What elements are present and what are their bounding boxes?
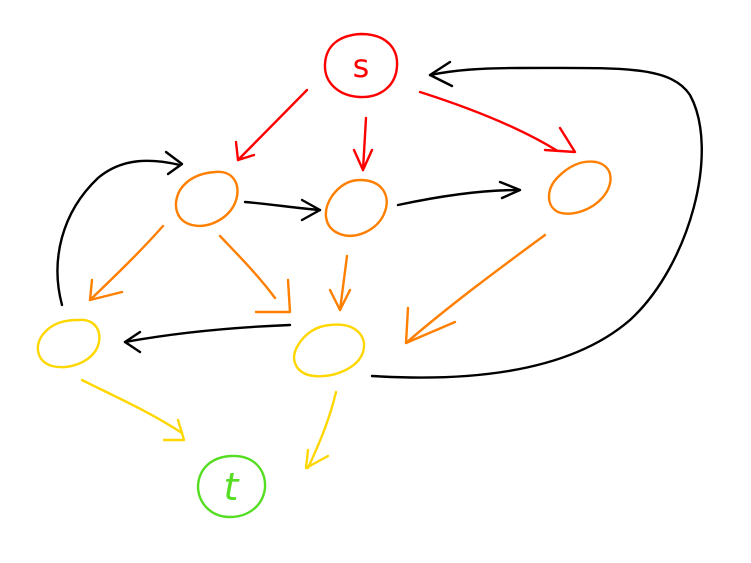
edge-s-to-n1 [234, 88, 309, 162]
edge-n4-to-t [80, 378, 186, 442]
edge-n3-to-n5 [404, 233, 547, 345]
edge-n4-back-to-n1 [56, 150, 184, 307]
edge-s-to-n2 [352, 116, 374, 172]
edge-n1-to-n4 [88, 224, 165, 302]
node-n2 [324, 178, 388, 237]
node-n1 [174, 170, 239, 228]
edge-n5-to-t [304, 390, 338, 470]
node-s: s [323, 32, 399, 99]
edge-n2-to-n3 [396, 180, 522, 207]
edge-s-to-n3 [418, 90, 577, 154]
node-n5 [292, 323, 366, 378]
node-n3 [547, 160, 612, 215]
node-t-label: t [224, 465, 241, 509]
edge-n1-to-n5 [218, 234, 292, 314]
node-s-circle [323, 32, 399, 99]
edge-n5-back-to-s [370, 60, 703, 379]
node-n4 [36, 318, 101, 369]
node-t: t [196, 454, 267, 519]
edge-n5-to-n4 [123, 323, 292, 354]
node-s-label: s [353, 47, 370, 85]
edge-n1-to-n2 [243, 198, 322, 222]
edge-n2-to-n5 [328, 254, 352, 312]
